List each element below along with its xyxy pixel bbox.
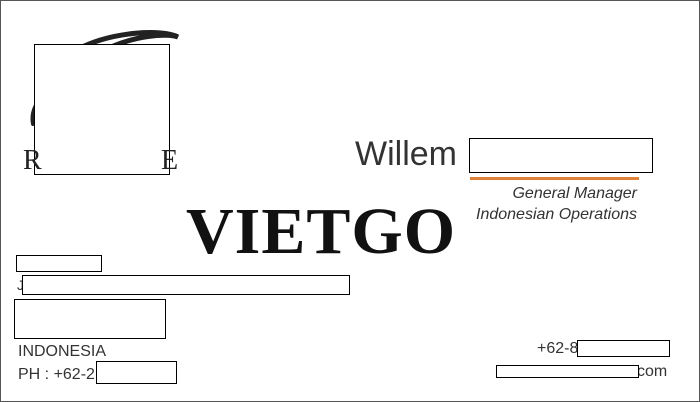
surname-redaction — [469, 138, 653, 173]
accent-underline — [470, 177, 639, 180]
address-line1-redaction — [16, 255, 102, 272]
email-suffix: com — [637, 363, 668, 380]
person-name: Willem — [355, 135, 457, 173]
office-phone-redaction — [96, 361, 177, 384]
mobile-phone-redaction — [577, 340, 670, 357]
office-phone: PH : +62-2 — [18, 366, 95, 383]
address-line2-start: J — [17, 277, 24, 293]
address-line2-redaction — [22, 275, 350, 295]
department: Indonesian Operations — [476, 206, 637, 223]
watermark-logo: VIETGO — [186, 195, 457, 268]
logo-text-left: R — [23, 145, 43, 176]
job-title: General Manager — [512, 185, 637, 202]
logo-text-right: E — [161, 145, 179, 176]
mobile-phone: +62-8 — [537, 340, 579, 357]
logo-redaction — [34, 44, 170, 175]
email-redaction — [496, 365, 639, 378]
address-line3-redaction — [14, 299, 166, 339]
address-country: INDONESIA — [18, 343, 107, 360]
